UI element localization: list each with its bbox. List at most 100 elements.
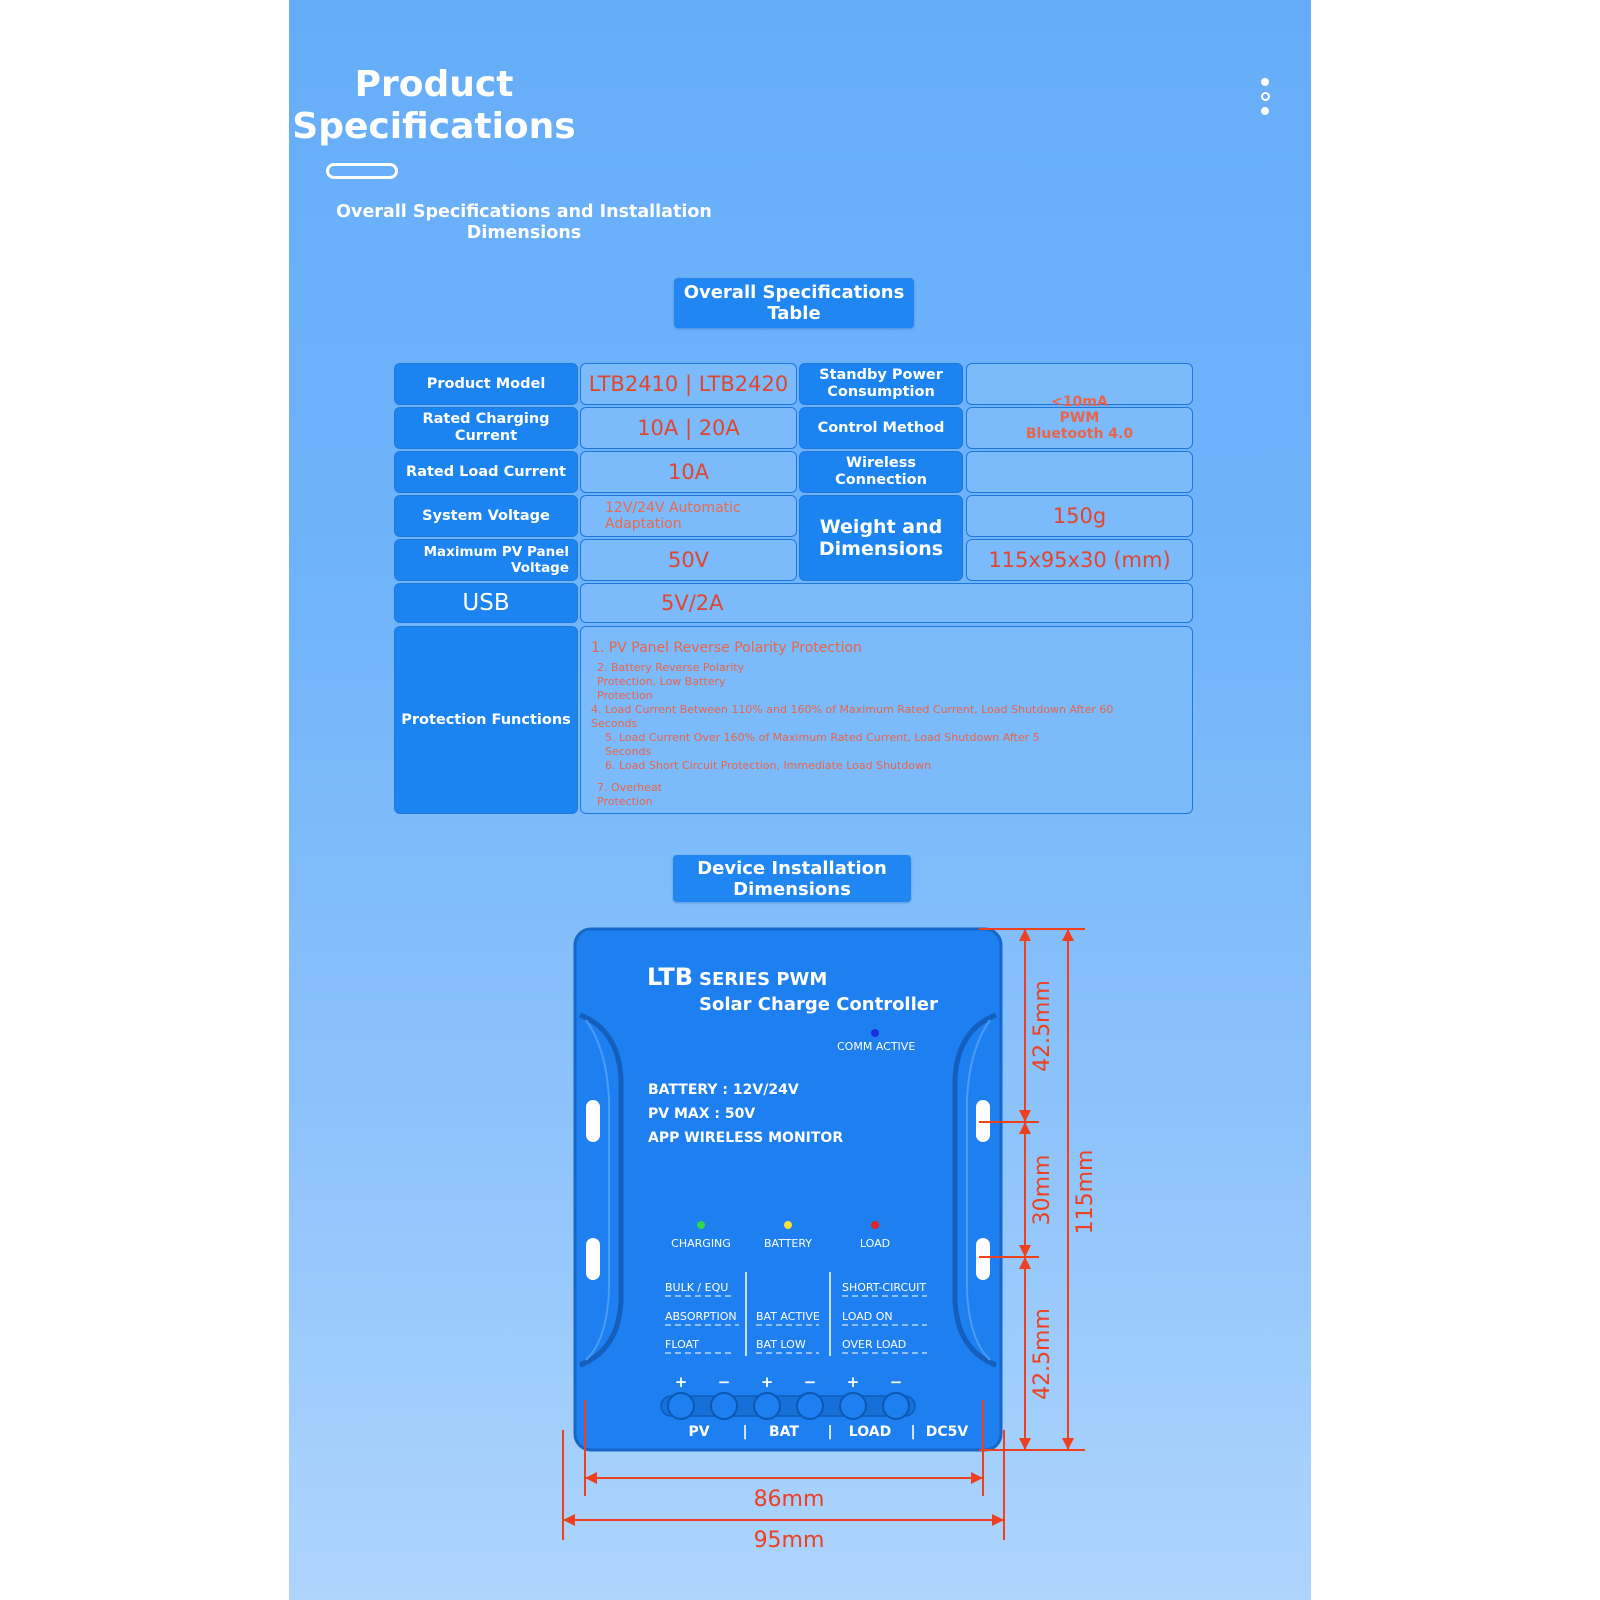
- label-control-method: Control Method: [799, 407, 963, 449]
- section-label-specs: Overall Specifications Table: [674, 278, 914, 328]
- protection-item: 1. PV Panel Reverse Polarity Protection: [591, 640, 862, 656]
- value-weight: 150g: [966, 495, 1193, 537]
- terminal-screw-icon: [882, 1392, 910, 1420]
- pv-max-spec: PV MAX : 50V: [648, 1106, 755, 1122]
- dimension-inner-width-label: 86mm: [754, 1487, 825, 1512]
- label-usb: USB: [394, 583, 578, 623]
- value-cell-control-method: [966, 407, 1193, 449]
- port-separator: |: [910, 1424, 915, 1440]
- terminal-screw-icon: [667, 1392, 695, 1420]
- dimension-bottom-label: 42.5mm: [1030, 1308, 1055, 1400]
- port-bat-label: BAT: [769, 1424, 799, 1440]
- bat-minus: −: [804, 1373, 817, 1391]
- status-over-load: OVER LOAD: [842, 1338, 906, 1351]
- protection-item: 4. Load Current Between 110% and 160% of…: [591, 703, 1114, 730]
- label-protection-functions: Protection Functions: [394, 626, 578, 814]
- port-separator: |: [827, 1424, 832, 1440]
- terminal-screws: [667, 1392, 910, 1420]
- device-series: SERIES PWM: [699, 969, 827, 990]
- value-dimensions: 115x95x30 (mm): [966, 539, 1193, 581]
- status-bat-active: BAT ACTIVE: [756, 1310, 820, 1323]
- port-pv-label: PV: [688, 1424, 709, 1440]
- app-wireless-monitor: APP WIRELESS MONITOR: [648, 1130, 843, 1146]
- protection-item: 5. Load Current Over 160% of Maximum Rat…: [605, 731, 1040, 758]
- label-wireless-connection: Wireless Connection: [799, 451, 963, 493]
- page-subtitle: Overall Specifications and Installation …: [336, 202, 712, 243]
- value-wireless-connection: Bluetooth 4.0: [1025, 426, 1134, 442]
- dimension-lines: [562, 928, 1085, 1540]
- label-standby-power: Standby Power Consumption: [799, 363, 963, 405]
- value-protection-functions: 1. PV Panel Reverse Polarity Protection …: [580, 626, 1193, 814]
- value-rated-load-current: 10A: [580, 451, 797, 493]
- mounting-slot: [976, 1238, 990, 1280]
- charging-led-label: CHARGING: [671, 1237, 731, 1250]
- title-underline-decoration: [326, 163, 398, 179]
- label-rated-load-current: Rated Load Current: [394, 451, 578, 493]
- battery-spec: BATTERY : 12V/24V: [648, 1082, 799, 1098]
- battery-led-icon: [784, 1221, 792, 1229]
- pv-plus: +: [675, 1373, 688, 1391]
- comm-active-label: COMM ACTIVE: [837, 1040, 915, 1053]
- load-minus: −: [890, 1373, 903, 1391]
- dimension-middle-label: 30mm: [1030, 1155, 1055, 1226]
- value-cell-wireless: [966, 451, 1193, 493]
- terminal-screw-icon: [839, 1392, 867, 1420]
- device-product-name: Solar Charge Controller: [699, 994, 938, 1015]
- value-control-method: PWM: [1059, 410, 1100, 426]
- value-rated-charging-current: 10A | 20A: [580, 407, 797, 449]
- status-absorption: ABSORPTION: [665, 1310, 737, 1323]
- status-bulk: BULK / EQU: [665, 1281, 728, 1294]
- dimension-arrow-icons: [563, 929, 1074, 1526]
- terminal-polarity-labels: + − + − + −: [675, 1373, 903, 1391]
- load-plus: +: [847, 1373, 860, 1391]
- label-system-voltage: System Voltage: [394, 495, 578, 537]
- terminal-screw-icon: [753, 1392, 781, 1420]
- device-brand: LTB: [647, 963, 693, 991]
- status-load-on: LOAD ON: [842, 1310, 893, 1323]
- more-options-icon[interactable]: [1260, 78, 1270, 122]
- protection-item: 6. Load Short Circuit Protection, Immedi…: [605, 759, 932, 772]
- status-short-circuit: SHORT-CIRCUIT: [842, 1281, 926, 1294]
- label-max-pv-voltage: Maximum PV Panel Voltage: [394, 539, 578, 581]
- product-spec-panel: Product Specifications Overall Specifica…: [289, 0, 1311, 1600]
- terminal-screw-icon: [710, 1392, 738, 1420]
- mounting-slot: [586, 1238, 600, 1280]
- load-led-icon: [871, 1221, 879, 1229]
- dimension-total-height-label: 115mm: [1073, 1150, 1098, 1235]
- bat-plus: +: [761, 1373, 774, 1391]
- title-line-1: Product: [354, 64, 514, 105]
- protection-item: 7. Overheat Protection: [597, 781, 663, 808]
- page-title: Product Specifications: [289, 64, 579, 148]
- charging-led-icon: [697, 1221, 705, 1229]
- value-system-voltage: 12V/24V Automatic Adaptation: [580, 495, 797, 537]
- value-max-pv-voltage: 50V: [580, 539, 797, 581]
- dimension-top-label: 42.5mm: [1030, 980, 1055, 1072]
- battery-led-label: BATTERY: [764, 1237, 812, 1250]
- value-cell-standby: [966, 363, 1193, 405]
- protection-item: 2. Battery Reverse Polarity Protection, …: [597, 661, 745, 702]
- controller-body: [573, 927, 1003, 1452]
- label-weight-dimensions: Weight and Dimensions: [799, 495, 963, 581]
- status-bat-low: BAT LOW: [756, 1338, 806, 1351]
- load-led-label: LOAD: [860, 1237, 890, 1250]
- value-usb: 5V/2A: [580, 583, 1193, 623]
- status-column-battery: BAT ACTIVE BAT LOW: [756, 1310, 820, 1351]
- port-separator: |: [742, 1424, 747, 1440]
- title-line-2: Specifications: [292, 106, 576, 147]
- port-dc5v-label: DC5V: [926, 1424, 969, 1440]
- dimension-total-width-label: 95mm: [754, 1528, 825, 1553]
- value-product-model: LTB2410 | LTB2420: [580, 363, 797, 405]
- pv-minus: −: [718, 1373, 731, 1391]
- port-load-label: LOAD: [849, 1424, 891, 1440]
- mounting-slot: [586, 1100, 600, 1142]
- section-label-installation: Device Installation Dimensions: [673, 855, 911, 902]
- label-product-model: Product Model: [394, 363, 578, 405]
- status-float: FLOAT: [665, 1338, 699, 1351]
- device-diagram: LTB SERIES PWM Solar Charge Controller C…: [562, 927, 1098, 1553]
- value-standby-power: <10mA: [1051, 394, 1108, 410]
- comm-led-icon: [871, 1029, 879, 1037]
- status-column-load: SHORT-CIRCUIT LOAD ON OVER LOAD: [842, 1281, 926, 1351]
- status-column-charging: BULK / EQU ABSORPTION FLOAT: [665, 1281, 737, 1351]
- label-rated-charging-current: Rated Charging Current: [394, 407, 578, 449]
- terminal-screw-icon: [796, 1392, 824, 1420]
